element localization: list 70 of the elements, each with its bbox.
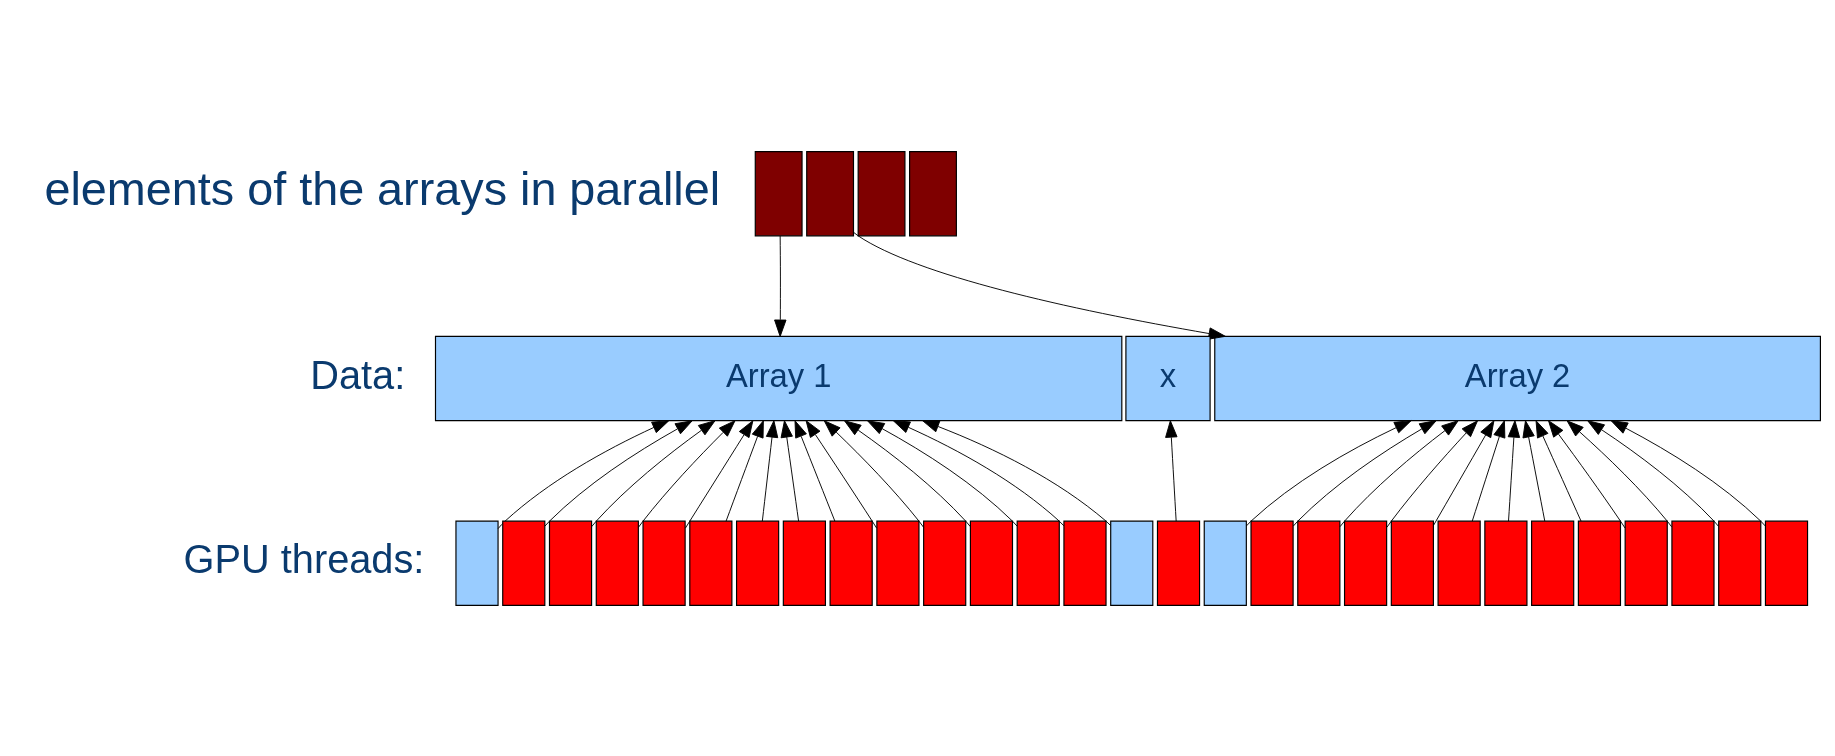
node-box — [923, 520, 967, 606]
node-box — [1343, 520, 1388, 606]
arrow — [1610, 419, 1766, 526]
node-box — [806, 150, 855, 236]
arrow — [1587, 419, 1719, 527]
arrow — [805, 419, 878, 529]
label: elements of the arrays in parallel — [44, 162, 721, 215]
node-box — [689, 520, 733, 606]
arrow — [591, 419, 716, 527]
node-box — [1437, 520, 1481, 606]
arrow — [1471, 419, 1506, 522]
arrow — [497, 419, 670, 529]
node-box — [1110, 520, 1154, 606]
arrow — [1548, 419, 1626, 528]
node-box — [1250, 520, 1294, 606]
arrow — [1522, 419, 1546, 522]
node-box — [909, 150, 957, 236]
node-box — [642, 520, 686, 606]
arrow — [1566, 419, 1673, 527]
node-box: Array 1 — [434, 335, 1123, 421]
arrow — [774, 235, 787, 337]
node-box — [969, 520, 1014, 606]
node-box — [1577, 520, 1622, 606]
arrow — [1433, 419, 1495, 526]
node-box — [1671, 520, 1715, 606]
node-box — [1718, 520, 1762, 606]
node-box — [782, 520, 826, 606]
node-box: x — [1125, 335, 1211, 421]
label: GPU threads: — [183, 536, 425, 581]
arrow — [544, 419, 693, 526]
arrow — [684, 419, 754, 529]
arrow — [637, 419, 736, 528]
arrow — [892, 419, 1065, 526]
node-box — [736, 520, 780, 606]
label: Data: — [310, 352, 406, 397]
node-box — [1764, 520, 1809, 606]
node-box — [455, 520, 499, 606]
node-box — [1063, 520, 1107, 606]
node-box — [857, 150, 906, 236]
node-box — [1531, 520, 1575, 606]
arrow — [794, 419, 836, 522]
node-box: Array 2 — [1214, 335, 1821, 421]
arrow — [843, 419, 971, 527]
node-box — [829, 520, 873, 606]
node-box — [595, 520, 639, 606]
arrow — [853, 231, 1226, 340]
node-box — [502, 520, 546, 606]
arrow — [1507, 419, 1521, 522]
arrow — [867, 419, 1018, 526]
arrow — [780, 419, 800, 522]
node-box — [548, 520, 593, 606]
node-box — [1016, 520, 1060, 606]
arrow — [761, 419, 779, 522]
node-box — [1390, 520, 1434, 606]
arrow — [1535, 419, 1582, 522]
arrow — [1165, 419, 1178, 522]
arrow — [1292, 419, 1437, 527]
arrow — [823, 419, 925, 528]
node-box — [754, 150, 803, 236]
arrow — [922, 419, 1111, 526]
arrow — [725, 419, 764, 522]
arrow — [1245, 419, 1412, 526]
node-box — [1156, 520, 1201, 606]
node-box — [876, 520, 920, 606]
node-box — [1624, 520, 1668, 606]
arrow — [1386, 419, 1478, 528]
node-box — [1203, 520, 1247, 606]
node-box — [1297, 520, 1341, 606]
node-box — [1484, 520, 1528, 606]
arrow — [1339, 419, 1459, 527]
